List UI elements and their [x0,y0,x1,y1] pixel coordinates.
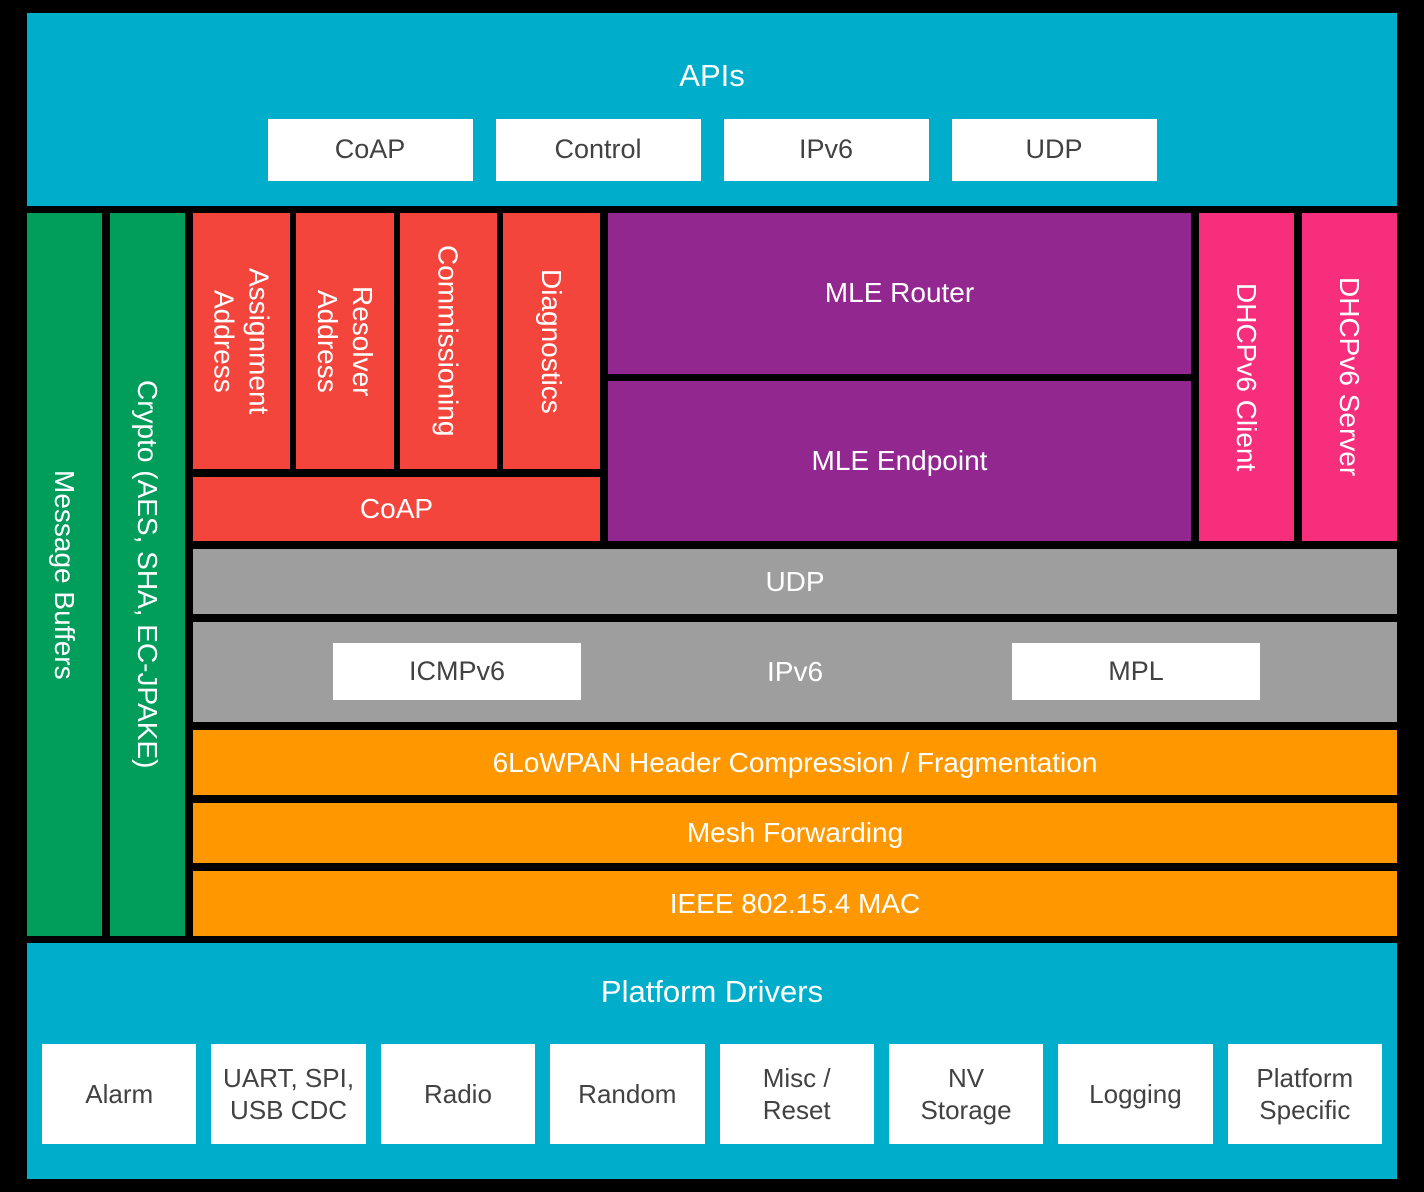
driver-box-radio: Radio [380,1044,536,1144]
driver-box-random: Random [550,1044,705,1144]
dhcpv6-client-block: DHCPv6 Client [1199,213,1294,541]
ieee-mac-bar: IEEE 802.15.4 MAC [193,871,1397,936]
commissioning-block: Commissioning [399,213,497,469]
mpl-box: MPL [1012,643,1260,700]
api-box-ipv6: IPv6 [723,119,929,181]
mesh-forwarding-bar: Mesh Forwarding [193,803,1397,863]
driver-box-nv-storage: NV Storage [888,1044,1044,1144]
driver-box-platform-specific: Platform Specific [1227,1044,1382,1144]
api-box-control: Control [495,119,701,181]
coap-service-columns: Address Assignment Address Resolver Comm… [193,213,600,469]
address-resolver-block: Address Resolver [296,213,394,469]
crypto-label: Crypto (AES, SHA, EC-JPAKE) [132,380,163,769]
message-buffers-bar: Message Buffers [27,213,102,936]
mle-endpoint-block: MLE Endpoint [608,380,1191,541]
apis-band: APIs CoAP Control IPv6 UDP [27,13,1397,206]
platform-driver-boxes: Alarm UART, SPI, USB CDC Radio Random Mi… [42,1044,1382,1144]
driver-box-alarm: Alarm [42,1044,197,1144]
crypto-bar: Crypto (AES, SHA, EC-JPAKE) [110,213,185,936]
api-box-coap: CoAP [267,119,473,181]
dhcpv6-server-block: DHCPv6 Server [1302,213,1397,541]
diagnostics-block: Diagnostics [502,213,600,469]
mle-group: MLE Router MLE Endpoint [608,213,1191,541]
address-resolver-label: Address Resolver [311,285,378,397]
ipv6-label: IPv6 [766,656,824,687]
message-buffers-label: Message Buffers [49,469,80,680]
core-stack-section: Message Buffers Crypto (AES, SHA, EC-JPA… [27,213,1397,936]
sixlowpan-bar: 6LoWPAN Header Compression / Fragmentati… [193,730,1397,795]
api-box-udp: UDP [951,119,1157,181]
driver-box-uart-spi-usb: UART, SPI, USB CDC [211,1044,366,1144]
dhcpv6-client-label: DHCPv6 Client [1231,282,1262,472]
driver-box-misc-reset: Misc / Reset [719,1044,874,1144]
protocol-stack: Address Assignment Address Resolver Comm… [193,213,1397,936]
address-assignment-block: Address Assignment [193,213,291,469]
icmpv6-box: ICMPv6 [333,643,581,700]
application-layer-row: Address Assignment Address Resolver Comm… [193,213,1397,541]
commissioning-label: Commissioning [432,245,464,437]
platform-drivers-band: Platform Drivers Alarm UART, SPI, USB CD… [27,943,1397,1179]
api-boxes-row: CoAP Control IPv6 UDP [267,119,1157,181]
driver-box-logging: Logging [1058,1044,1213,1144]
coap-services-group: Address Assignment Address Resolver Comm… [193,213,600,541]
dhcpv6-server-label: DHCPv6 Server [1334,277,1365,477]
ipv6-layer-bar: ICMPv6 IPv6 MPL [193,622,1397,722]
platform-drivers-title: Platform Drivers [600,974,824,1009]
apis-title: APIs [679,58,745,93]
diagnostics-label: Diagnostics [535,268,567,414]
coap-block: CoAP [193,477,600,541]
address-assignment-label: Address Assignment [208,267,275,415]
mle-router-block: MLE Router [608,213,1191,374]
udp-layer-bar: UDP [193,549,1397,614]
